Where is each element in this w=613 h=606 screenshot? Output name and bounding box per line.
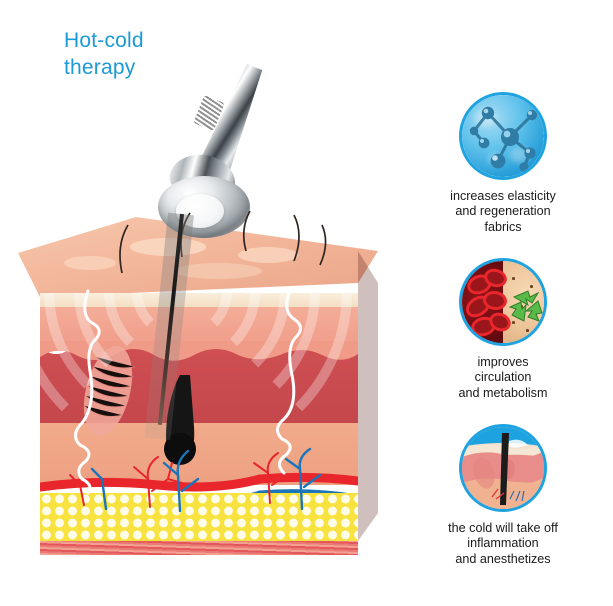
layer-muscle (40, 541, 358, 555)
blood-metabolism-icon (459, 258, 547, 346)
artery-band (40, 472, 358, 492)
therapy-applicator-device[interactable] (146, 58, 262, 238)
skin-closeup-detail (462, 433, 544, 509)
benefit-item-circulation: improves circulation and metabolism (398, 258, 608, 401)
benefit-item-elasticity: increases elasticity and regeneration fa… (398, 92, 608, 235)
benefit-caption: increases elasticity and regeneration fa… (450, 189, 556, 234)
nerve-fiber-right (276, 289, 302, 475)
skin-cross-section-illustration (18, 205, 378, 555)
skin-top-surface (18, 217, 378, 297)
nerve-fiber-left (74, 289, 101, 495)
page-title: Hot-cold therapy (64, 29, 144, 79)
skin-block-svg (18, 217, 378, 297)
device-cryo-tip (176, 194, 224, 228)
benefit-caption: the cold will take off inflammation and … (448, 521, 558, 566)
sensory-receptor (83, 346, 135, 436)
dermis-wave-edge (40, 341, 358, 361)
recycle-arrows-icon (508, 290, 543, 322)
layer-subcutaneous-fat (40, 493, 358, 543)
molecule-icon (459, 92, 547, 180)
skin-closeup-icon (459, 424, 547, 512)
molecule-lattice (469, 106, 538, 172)
surface-hairs (119, 210, 327, 274)
benefit-item-inflammation: the cold will take off inflammation and … (398, 424, 608, 567)
hair-follicle (164, 375, 196, 465)
skin-side-face (358, 251, 378, 541)
capillary-network (69, 447, 322, 513)
layer-epidermis (40, 293, 358, 309)
benefit-caption: improves circulation and metabolism (458, 355, 548, 400)
